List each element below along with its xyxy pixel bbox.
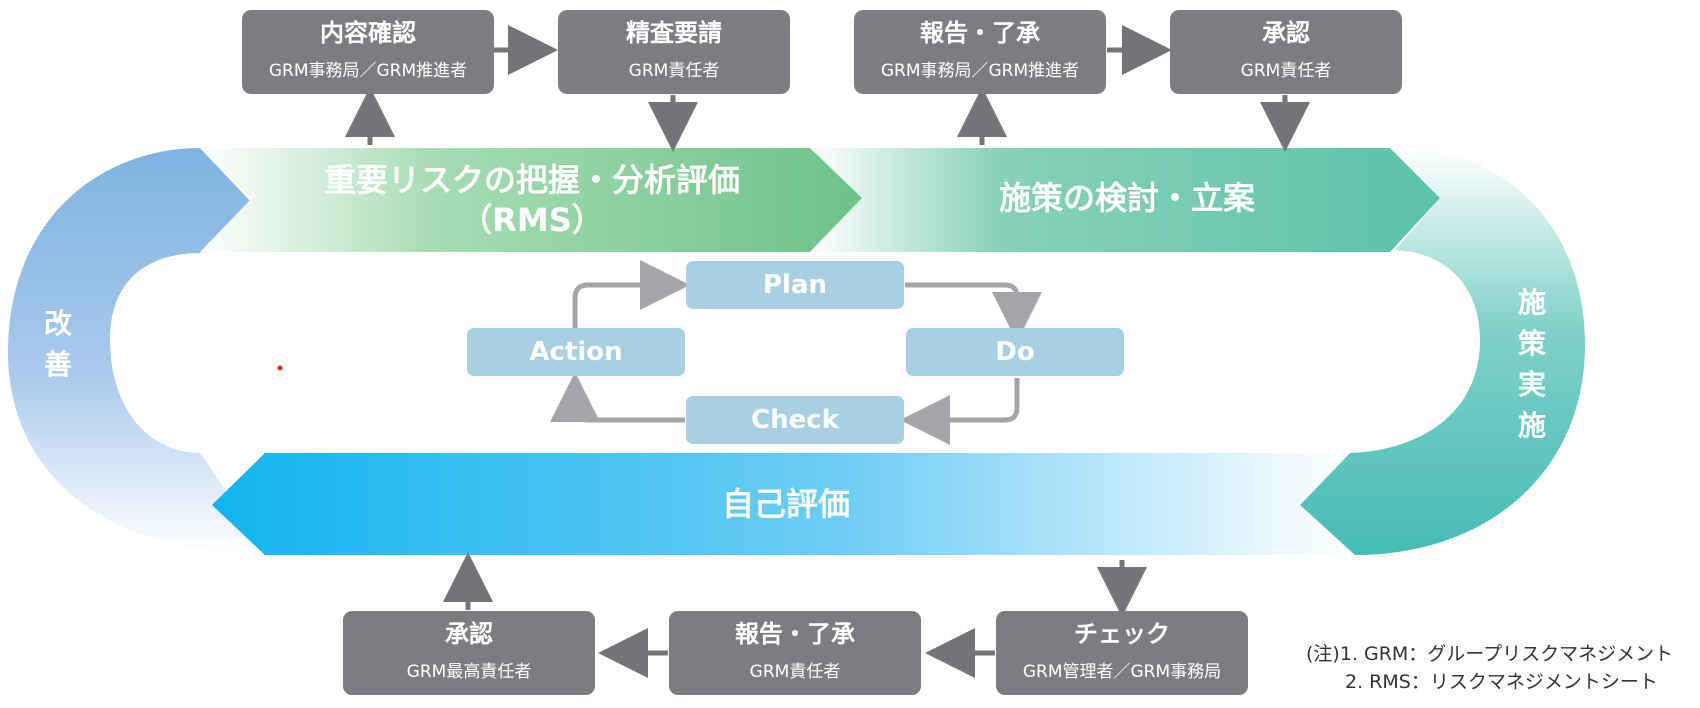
analysis-band — [200, 148, 862, 252]
box-title: 報告・了承 — [735, 620, 855, 648]
box-subtitle: GRM事務局／GRM推進者 — [268, 61, 468, 81]
planning-band — [810, 148, 1440, 252]
note-grm: (注)1. GRM：グループリスクマネジメント — [1306, 643, 1674, 665]
self-eval-band — [212, 453, 1350, 555]
box-check: チェック GRM管理者／GRM事務局 — [996, 611, 1248, 695]
analysis-band-line1: 重要リスクの把握・分析評価 — [323, 161, 740, 199]
box-title: 承認 — [445, 620, 493, 648]
pdca-arrows — [550, 260, 1042, 445]
box-title: チェック — [1074, 620, 1170, 648]
note-rms: 2. RMS：リスクマネジメントシート — [1345, 671, 1658, 693]
box-approval-top: 承認 GRM責任者 — [1170, 10, 1402, 94]
pdca-check: Check — [686, 396, 904, 444]
red-dot — [277, 365, 283, 371]
pdca-action: Action — [467, 328, 685, 376]
pdca-plan: Plan — [686, 261, 904, 309]
box-report-acknowledge-bottom: 報告・了承 GRM責任者 — [669, 611, 921, 695]
analysis-band-line2: （RMS） — [460, 201, 604, 239]
process-arrows — [345, 25, 1310, 678]
box-title: 内容確認 — [320, 19, 416, 47]
box-subtitle: GRM最高責任者 — [406, 662, 532, 682]
box-title: 承認 — [1262, 19, 1310, 47]
box-subtitle: GRM責任者 — [1240, 61, 1332, 81]
box-title: 精査要請 — [626, 19, 722, 47]
box-subtitle: GRM管理者／GRM事務局 — [1022, 662, 1222, 682]
box-content-confirmation: 内容確認 GRM事務局／GRM推進者 — [242, 10, 494, 94]
self-eval-band-label: 自己評価 — [721, 485, 850, 523]
analysis-band-label: 重要リスクの把握・分析評価 （RMS） — [252, 160, 812, 240]
box-title: 報告・了承 — [920, 19, 1040, 47]
planning-band-label: 施策の検討・立案 — [998, 179, 1255, 217]
box-subtitle: GRM事務局／GRM推進者 — [880, 61, 1080, 81]
box-subtitle: GRM責任者 — [749, 662, 841, 682]
box-subtitle: GRM責任者 — [628, 61, 720, 81]
box-report-acknowledge-top: 報告・了承 GRM事務局／GRM推進者 — [854, 10, 1106, 94]
pdca-do: Do — [906, 328, 1124, 376]
implement-band — [1300, 148, 1585, 555]
implement-label: 施 策 実 施 — [1517, 286, 1546, 442]
box-approval-bottom: 承認 GRM最高責任者 — [343, 611, 595, 695]
improve-label: 改 善 — [43, 307, 72, 381]
improve-band — [8, 148, 270, 555]
box-review-request: 精査要請 GRM責任者 — [558, 10, 790, 94]
